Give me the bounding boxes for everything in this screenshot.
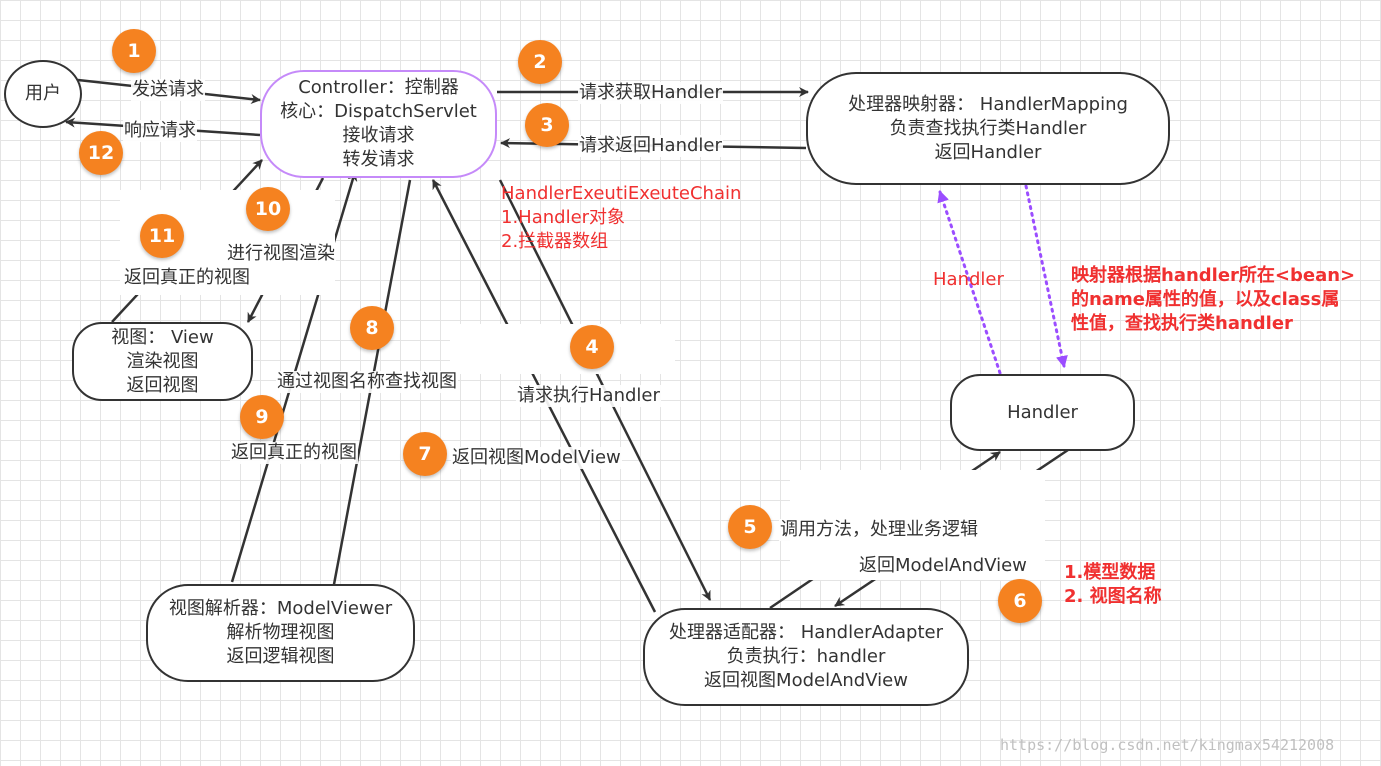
watermark-text: https://blog.csdn.net/kingmax54212008 bbox=[1000, 736, 1335, 754]
handler-mapping-line-3: 返回Handler bbox=[934, 141, 1042, 163]
label-render-view: 进行视图渲染 bbox=[226, 243, 336, 265]
step-badge-6: 6 bbox=[998, 579, 1042, 623]
mapping-note-line-1: 映射器根据handler所在<bean> bbox=[1071, 265, 1356, 286]
view-node[interactable]: 视图： View 渲染视图 返回视图 bbox=[72, 322, 253, 401]
edge-dotted-mapping-to-handler bbox=[1024, 184, 1068, 368]
label-return-real-view-11: 返回真正的视图 bbox=[123, 267, 251, 289]
label-handler-dotted: Handler bbox=[933, 269, 1004, 290]
controller-line-3: 接收请求 bbox=[342, 125, 415, 146]
step-badge-2: 2 bbox=[518, 40, 562, 84]
chain-note-line-2: 1.Handler对象 bbox=[501, 207, 626, 228]
view-line-2: 渲染视图 bbox=[126, 350, 199, 372]
step-badge-5: 5 bbox=[728, 505, 772, 549]
step-badge-7: 7 bbox=[403, 432, 447, 476]
model-note-line-2: 2. 视图名称 bbox=[1064, 586, 1162, 607]
label-return-real-view-9: 返回真正的视图 bbox=[230, 442, 358, 464]
label-send-request: 发送请求 bbox=[131, 79, 205, 101]
step-badge-12: 12 bbox=[79, 131, 123, 175]
model-note-line-1: 1.模型数据 bbox=[1064, 562, 1156, 583]
step-badge-10: 10 bbox=[246, 187, 290, 231]
handler-mapping-node[interactable]: 处理器映射器： HandlerMapping 负责查找执行类Handler 返回… bbox=[806, 72, 1170, 185]
label-respond-request: 响应请求 bbox=[123, 120, 197, 142]
step-badge-4: 4 bbox=[570, 325, 614, 369]
user-node[interactable]: 用户 bbox=[4, 60, 82, 128]
chain-note-line-3: 2.拦截器数组 bbox=[501, 231, 609, 252]
handler-adapter-node[interactable]: 处理器适配器： HandlerAdapter 负责执行：handler 返回视图… bbox=[643, 608, 969, 706]
user-label: 用户 bbox=[25, 83, 61, 104]
view-line-3: 返回视图 bbox=[126, 374, 199, 396]
view-resolver-line-1: 视图解析器：ModelViewer bbox=[168, 598, 393, 619]
label-find-view: 通过视图名称查找视图 bbox=[276, 371, 458, 393]
controller-line-1: Controller：控制器 bbox=[298, 77, 459, 98]
handler-mapping-line-2: 负责查找执行类Handler bbox=[889, 117, 1087, 139]
handler-adapter-line-2: 负责执行：handler bbox=[726, 646, 886, 667]
handler-node[interactable]: Handler bbox=[950, 374, 1135, 451]
label-return-modelview: 返回视图ModelView bbox=[451, 447, 622, 469]
label-return-mav: 返回ModelAndView bbox=[858, 555, 1028, 577]
mask-center bbox=[450, 324, 675, 374]
label-execute-handler: 请求执行Handler bbox=[516, 385, 661, 407]
step-badge-9: 9 bbox=[240, 395, 284, 439]
mapping-note-line-3: 性值，查找执行类handler bbox=[1071, 313, 1293, 334]
mapping-note-line-2: 的name属性的值，以及class属 bbox=[1071, 289, 1340, 310]
controller-node[interactable]: Controller：控制器 核心：DispatchServlet 接收请求 转… bbox=[260, 70, 497, 178]
handler-adapter-line-3: 返回视图ModelAndView bbox=[704, 670, 908, 691]
step-badge-3: 3 bbox=[525, 103, 569, 147]
step-badge-1: 1 bbox=[112, 29, 156, 73]
handler-adapter-line-1: 处理器适配器： HandlerAdapter bbox=[668, 622, 943, 643]
controller-line-4: 转发请求 bbox=[342, 149, 415, 170]
label-get-handler: 请求获取Handler bbox=[578, 82, 723, 104]
label-return-handler: 请求返回Handler bbox=[578, 135, 723, 157]
handler-mapping-line-1: 处理器映射器： HandlerMapping bbox=[848, 93, 1128, 115]
step-badge-11: 11 bbox=[140, 214, 184, 258]
controller-line-2: 核心：DispatchServlet bbox=[280, 101, 477, 122]
step-badge-8: 8 bbox=[350, 306, 394, 350]
view-line-1: 视图： View bbox=[111, 326, 214, 348]
view-resolver-node[interactable]: 视图解析器：ModelViewer 解析物理视图 返回逻辑视图 bbox=[146, 584, 415, 682]
handler-label: Handler bbox=[1007, 401, 1078, 423]
view-resolver-line-2: 解析物理视图 bbox=[226, 622, 335, 643]
view-resolver-line-3: 返回逻辑视图 bbox=[226, 646, 335, 667]
label-call-method: 调用方法，处理业务逻辑 bbox=[779, 519, 979, 541]
chain-note-line-1: HandlerExeutiExeuteChain bbox=[501, 183, 742, 204]
